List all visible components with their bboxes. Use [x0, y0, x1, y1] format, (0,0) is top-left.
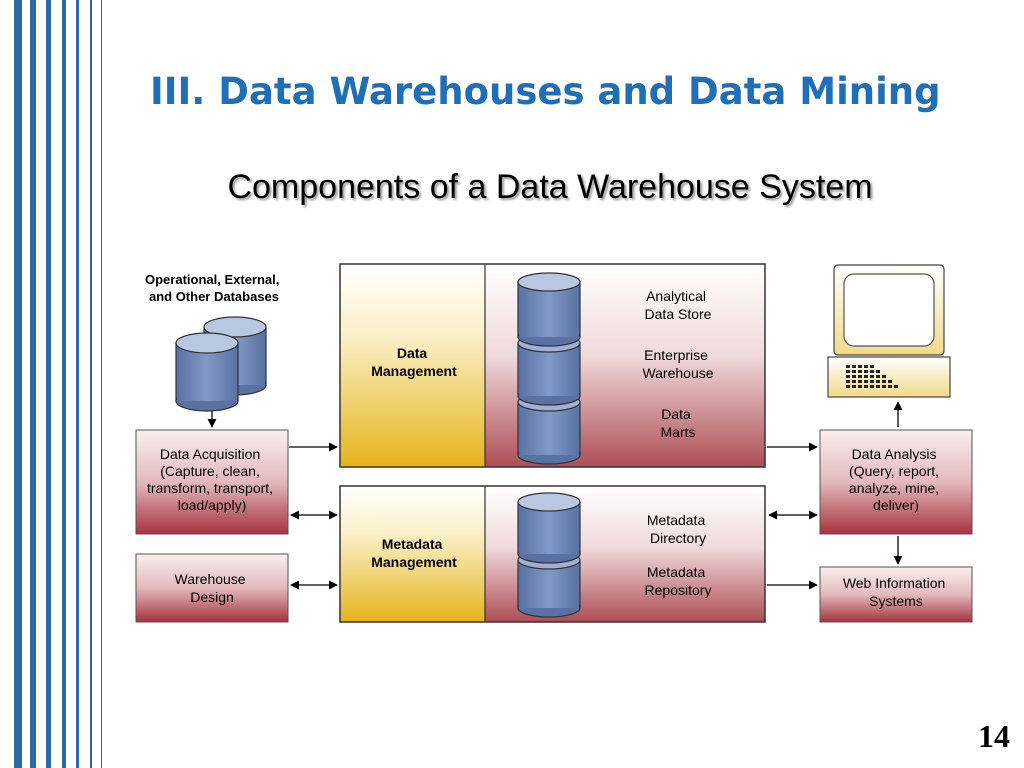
warehouse-design-box: Warehouse Design [135, 553, 289, 623]
left-stripe-7 [101, 0, 102, 768]
data-analysis-line-2: (Query, report, [849, 463, 939, 479]
warehouse-design-line-2: Design [190, 589, 234, 605]
store-label-line: Data Store [645, 306, 712, 322]
data-acquisition-line-2: (Capture, clean, [160, 463, 260, 479]
store-metadata-directory: Metadata Directory [647, 512, 709, 546]
slide-subtitle: Components of a Data Warehouse System [227, 168, 873, 206]
left-stripe-5 [76, 0, 79, 768]
computer-monitor-icon [827, 264, 951, 398]
store-label-line: Metadata [647, 512, 706, 528]
svg-text:Data Management: Data Management [371, 345, 457, 379]
store-label-line: Directory [650, 530, 706, 546]
source-databases-line-1: Operational, External, [145, 272, 279, 287]
warehouse-design-line-1: Warehouse [175, 571, 246, 587]
store-label-line: Repository [645, 582, 712, 598]
data-analysis-line-4: deliver) [873, 497, 919, 513]
left-stripe-3 [46, 0, 51, 768]
svg-text:Warehouse Design: Warehouse Design [175, 571, 250, 605]
data-store-cylinder-stack [517, 272, 581, 465]
store-label-line: Data [661, 406, 691, 422]
svg-text:Data Acquisition (Captur: Data Acquisition (Capture, clean, transf… [147, 446, 277, 513]
store-metadata-repository: Metadata Repository [645, 564, 712, 598]
store-data-marts: Data Marts [661, 406, 696, 440]
data-analysis-line-3: analyze, mine, [849, 480, 939, 496]
web-info-line-1: Web Information [843, 575, 945, 591]
data-warehouse-diagram: Operational, External, and Other Databas… [135, 263, 973, 623]
data-acquisition-line-3: transform, transport, [147, 480, 273, 496]
data-analysis-line-1: Data Analysis [852, 446, 937, 462]
source-databases-label: Operational, External, and Other Databas… [145, 272, 283, 304]
store-label-line: Warehouse [642, 365, 713, 381]
data-management-label-line-1: Data [397, 345, 428, 361]
web-info-line-2: Systems [869, 593, 923, 609]
svg-text:Data Analysis (Query, re: Data Analysis (Query, report, analyze, m… [849, 446, 943, 513]
metadata-management-label-line-1: Metadata [382, 536, 443, 552]
data-analysis-box: Data Analysis (Query, report, analyze, m… [819, 429, 973, 535]
metadata-cylinder-stack [517, 492, 581, 618]
data-acquisition-line-1: Data Acquisition [160, 446, 260, 462]
web-information-systems-box: Web Information Systems [819, 566, 973, 623]
database-cylinder-front [175, 332, 239, 412]
data-acquisition-line-4: load/apply) [178, 497, 247, 513]
store-label-line: Metadata [647, 564, 706, 580]
source-databases-line-2: and Other Databases [149, 289, 279, 304]
left-stripe-2 [30, 0, 36, 768]
store-label-line: Enterprise [644, 347, 708, 363]
source-database-icon [175, 316, 267, 412]
data-acquisition-box: Data Acquisition (Capture, clean, transf… [135, 429, 289, 535]
store-analytical-data-store: Analytical Data Store [645, 288, 712, 322]
data-management-label-line-2: Management [371, 363, 457, 379]
data-management-panel: Data Management Analytical Data Store En… [339, 263, 766, 468]
page-number: 14 [978, 718, 1010, 754]
left-stripe-4 [62, 0, 66, 768]
store-enterprise-warehouse: Enterprise Warehouse [642, 347, 713, 381]
metadata-management-panel: Metadata Management Metadata Directory M… [339, 485, 766, 623]
left-stripe-1 [14, 0, 22, 768]
slide-title: III. Data Warehouses and Data Mining [150, 70, 941, 113]
metadata-management-label-line-2: Management [371, 554, 457, 570]
keyboard-keys [846, 365, 898, 388]
svg-text:Metadata Management: Metadata Management [371, 536, 457, 570]
store-label-line: Marts [661, 424, 696, 440]
left-stripe-6 [90, 0, 92, 768]
svg-text:Web Information Systems: Web Information Systems [843, 575, 949, 609]
store-label-line: Analytical [646, 288, 706, 304]
